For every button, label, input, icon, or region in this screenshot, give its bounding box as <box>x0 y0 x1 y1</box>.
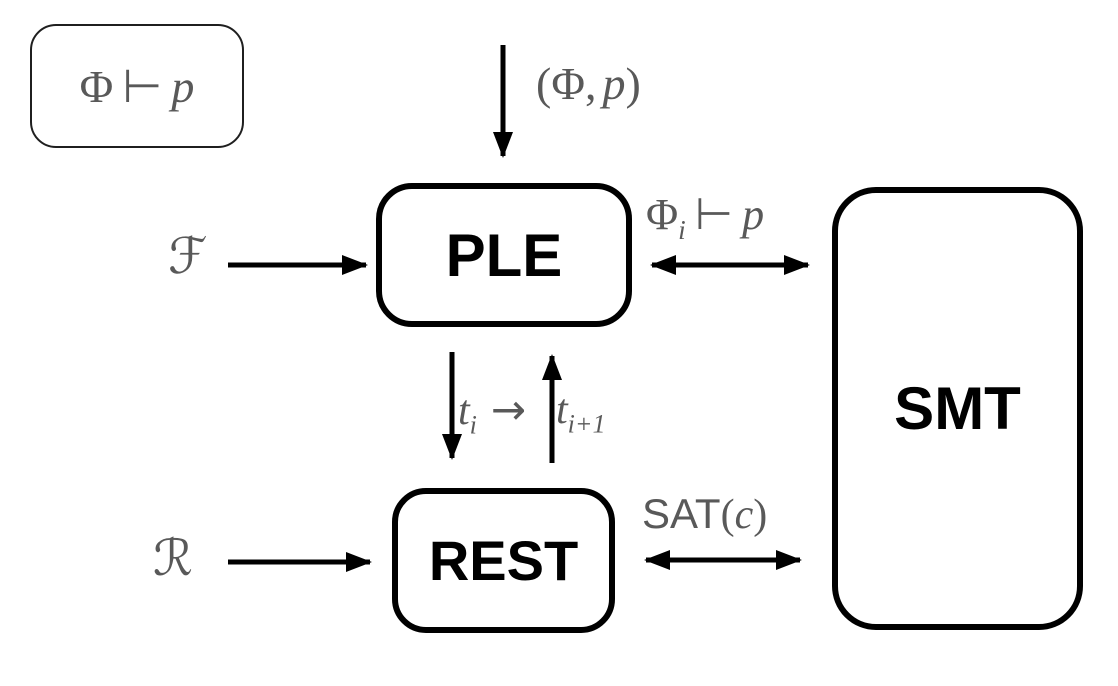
ple-smt-edge-label: Φi ⊢p <box>646 189 765 243</box>
open-paren: ( <box>536 58 552 109</box>
legend-phi: Φ <box>79 60 114 112</box>
right-arrow-icon: → <box>490 385 527 434</box>
script-r-label: ℛ <box>153 529 193 587</box>
rest-node-label: REST <box>428 529 579 592</box>
smt-node-label: SMT <box>894 375 1021 442</box>
t-subscript: i <box>469 410 477 440</box>
phi-subscript: i <box>678 214 686 245</box>
legend-turnstile: ⊢ <box>122 59 163 113</box>
close-paren: ) <box>753 492 768 538</box>
phi-symbol: Φ <box>551 58 585 109</box>
phi-symbol: Φ <box>646 190 679 239</box>
loop-label-ti-plus-1: ti+1 <box>556 387 606 437</box>
open-paren: ( <box>720 492 735 538</box>
judgment-legend-box: Φ⊢p <box>30 24 244 148</box>
legend-p: p <box>171 60 195 112</box>
ple-node: PLE <box>376 183 632 327</box>
rest-node: REST <box>392 488 615 633</box>
t-symbol: t <box>458 388 470 434</box>
sat-text: SAT <box>642 490 721 537</box>
comma: , <box>584 58 597 109</box>
t-subscript: i+1 <box>567 409 606 439</box>
p-symbol: p <box>742 190 765 239</box>
script-f-label: ℱ <box>168 227 208 285</box>
p-symbol: p <box>602 58 626 109</box>
input-tuple-label: (Φ,p) <box>536 58 641 109</box>
c-symbol: c <box>734 492 754 538</box>
loop-label-ti: ti → <box>458 385 527 437</box>
ple-node-label: PLE <box>445 221 563 289</box>
t-symbol: t <box>556 387 568 433</box>
rest-smt-edge-label: SAT(c) <box>642 490 768 538</box>
close-paren: ) <box>625 58 641 109</box>
turnstile-symbol: ⊢ <box>694 189 734 240</box>
smt-node: SMT <box>832 187 1083 630</box>
